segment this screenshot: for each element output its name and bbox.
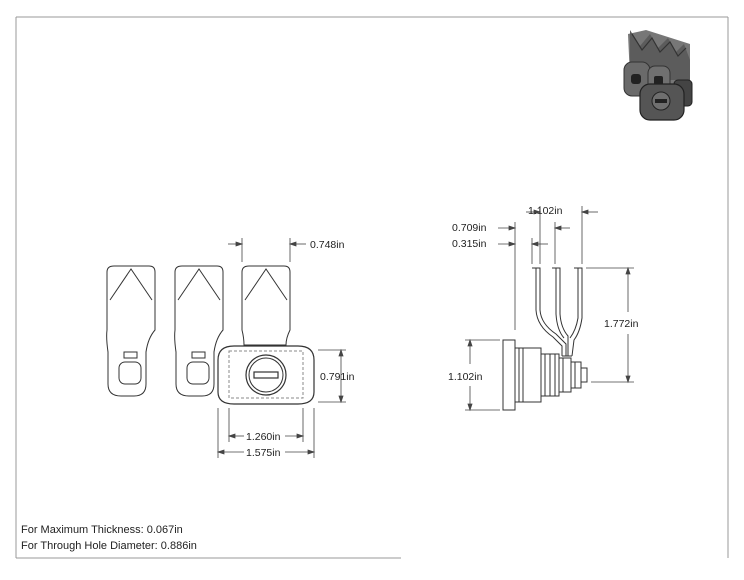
- dim-face-height: 0.791in: [320, 371, 355, 383]
- front-dimension-labels: 0.748in 0.791in 1.260in 1.575in: [246, 239, 355, 459]
- side-dimension-lines: [465, 206, 634, 412]
- side-view: [502, 267, 588, 411]
- dim-side-cam-length: 1.772in: [604, 318, 639, 330]
- dim-side-offset-b: 0.315in: [452, 238, 487, 250]
- cam-left: [106, 265, 156, 397]
- dim-face-inner-width: 1.260in: [246, 431, 281, 443]
- front-dimension-lines: [216, 238, 346, 458]
- cam-middle: [174, 265, 224, 397]
- side-body: [514, 347, 588, 403]
- dim-face-outer-width: 1.575in: [246, 447, 281, 459]
- dim-side-flange-height: 1.102in: [448, 371, 483, 383]
- note-max-thickness: For Maximum Thickness: 0.067in: [21, 524, 183, 536]
- side-cams: [532, 267, 583, 357]
- lock-face: [217, 345, 315, 405]
- side-dimension-labels: 1.102in 0.709in 0.315in 1.772in 1.102in: [448, 205, 639, 383]
- sheet-border: [15, 16, 729, 559]
- front-view: [106, 265, 315, 405]
- cam-right: [241, 265, 291, 346]
- lock-3d-thumbnail: [623, 30, 693, 121]
- note-through-hole: For Through Hole Diameter: 0.886in: [21, 540, 197, 552]
- side-flange: [502, 339, 516, 411]
- dim-cam-width: 0.748in: [310, 239, 345, 251]
- dim-side-offset-a: 0.709in: [452, 222, 487, 234]
- dim-side-top-span: 1.102in: [528, 205, 563, 217]
